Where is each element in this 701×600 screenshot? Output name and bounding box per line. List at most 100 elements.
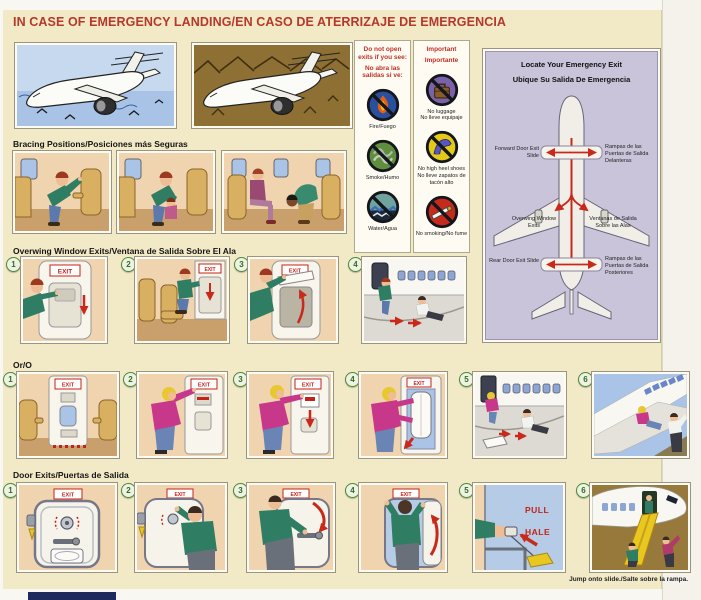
water-icon	[366, 190, 399, 224]
or-step-1: EXIT	[16, 371, 120, 459]
door-step-5: PULL HALE	[472, 482, 566, 573]
upright-passenger	[250, 168, 276, 224]
or-step-number-5: 5	[459, 372, 474, 387]
crew-member-rotating-lever	[259, 495, 308, 570]
rear-door-label-es: Rampas de las Puertas de Salida Posterio…	[605, 256, 649, 277]
overwing-step-4	[361, 256, 467, 344]
exit-sign-text: EXIT	[302, 383, 315, 389]
no-high-heels-icon	[425, 131, 458, 164]
door-step-1: EXIT	[16, 482, 118, 573]
no-heels-caption-en: No high heel shoes	[417, 166, 466, 173]
exit-sign-text: EXIT	[400, 492, 411, 498]
helper-beside-slide	[662, 535, 680, 567]
page-title: IN CASE OF EMERGENCY LANDING/EN CASO DE …	[13, 15, 507, 29]
do-not-open-header-es: No abra las salidas si ve:	[362, 64, 403, 80]
overwing-exit-arrow-right	[570, 191, 589, 212]
section-overwing: Overwing Window Exits/Ventana de Salida …	[13, 246, 237, 256]
forward-door-label-es: Rampas de las Puertas de Salida Delanter…	[605, 144, 649, 165]
bracing-adult-with-child	[151, 171, 177, 226]
door-step-6	[589, 482, 691, 573]
fire-caption: Fire/Fuego	[369, 124, 396, 131]
hand-pulling-handle	[475, 519, 518, 539]
aircraft-top-view	[493, 95, 650, 320]
passenger-exiting	[485, 392, 499, 424]
overwing-label-es: Ventanas de Salida Sobre las Alas	[589, 216, 637, 230]
pull-label: PULL	[525, 505, 550, 515]
exit-sign-text: EXIT	[290, 492, 301, 498]
no-smoking-caption: No smoking/No fume	[415, 230, 468, 237]
overwing-label-en: Overwing Window Exits	[511, 216, 557, 230]
passenger-sliding-off-wing	[636, 406, 662, 430]
hatch-on-wing	[482, 435, 508, 449]
land-landing-illustration	[191, 42, 353, 129]
door-safety-pin-flag	[138, 526, 146, 539]
overwing-step-1: EXIT	[20, 256, 108, 344]
jump-caption: Jump onto slide./Salte sobre la rampa.	[569, 576, 688, 583]
passenger-reaching	[23, 278, 59, 319]
exit-sign-text: EXIT	[413, 381, 424, 387]
exit-sign-text: EXIT	[62, 383, 75, 389]
crew-member-turning-knob	[174, 506, 217, 570]
lift-arrow	[296, 289, 308, 324]
section-or: Or/O	[13, 360, 32, 370]
bottom-left-dark-strip	[28, 592, 116, 600]
section-door: Door Exits/Puertas de Salida	[13, 470, 129, 480]
smoke-caption: Smoke/Humo	[365, 175, 400, 182]
smoke-icon	[366, 139, 399, 173]
or-step-5	[472, 371, 567, 459]
overwing-step-2: EXIT	[134, 256, 230, 344]
important-panel: Important Importante No luggage No lleve…	[413, 40, 470, 253]
important-header-en: Important	[426, 46, 457, 53]
overwing-step-number-1: 1	[6, 257, 21, 272]
bracing-passenger	[47, 171, 82, 226]
water-caption: Water/Agua	[368, 225, 397, 232]
kneeling-passenger	[175, 268, 200, 314]
bracing-step-1	[12, 150, 112, 234]
no-luggage-caption-es: No lleve equipaje	[420, 115, 463, 122]
exit-sign-text: EXIT	[289, 269, 302, 275]
passenger-exiting	[378, 277, 392, 315]
or-step-4: EXIT	[358, 371, 448, 459]
lanyard	[510, 535, 538, 560]
exit-sign-text: EXIT	[62, 493, 75, 499]
locate-title-en: Locate Your Emergency Exit	[520, 60, 622, 69]
passenger-reaching-handle	[151, 387, 196, 454]
overwing-step-3: EXIT	[247, 256, 339, 344]
do-not-open-panel: Do not open exits if you see: No abra la…	[354, 40, 411, 253]
passenger-removing-hatch	[371, 387, 414, 452]
do-not-open-header-en: Do not open exits if you see:	[358, 46, 407, 61]
no-heels-caption-es: No lleve zapatos de tacón alto	[417, 173, 466, 187]
door-lever	[53, 539, 75, 544]
or-step-2: EXIT	[136, 371, 228, 459]
hale-label: HALE	[525, 527, 551, 537]
door-safety-pin-flag	[28, 528, 36, 541]
fire-icon	[366, 89, 399, 122]
door-step-2: EXIT	[134, 482, 228, 573]
door-step-3: EXIT	[246, 482, 336, 573]
or-step-6	[591, 371, 690, 459]
door-knob	[167, 513, 179, 525]
overwing-step-number-4: 4	[348, 257, 363, 272]
door-swing-arrow	[429, 514, 440, 556]
locate-exit-panel: Locate Your Emergency Exit Ubique Su Sal…	[482, 48, 661, 343]
exit-sign-text: EXIT	[204, 267, 215, 273]
section-bracing: Bracing Positions/Posiciones más Seguras	[13, 139, 188, 149]
passenger-sliding-on-wing	[415, 296, 444, 321]
exit-sign-text: EXIT	[58, 269, 72, 276]
exit-sign-text: EXIT	[174, 492, 185, 498]
forward-door-label-en: Forward Door Exit Slide	[494, 146, 539, 160]
locate-title-es: Ubique Su Salida De Emergencia	[512, 75, 631, 84]
important-header-es: Importante	[424, 56, 459, 64]
passenger-pulling-handle	[259, 385, 304, 454]
no-smoking-icon	[425, 195, 458, 229]
rear-door-label-en: Rear Door Exit Slide	[489, 258, 539, 264]
crew-member-pushing-door	[384, 500, 426, 570]
passenger-at-slide-bottom	[626, 542, 638, 567]
exit-sign-text: EXIT	[198, 383, 211, 389]
no-luggage-caption-en: No luggage	[427, 108, 456, 115]
door-step-4: EXIT	[358, 482, 448, 573]
no-luggage-icon	[425, 73, 458, 106]
slide-pack-deploying	[526, 552, 554, 568]
bracing-step-2	[116, 150, 216, 234]
rotate-lever-arrow	[312, 501, 328, 533]
